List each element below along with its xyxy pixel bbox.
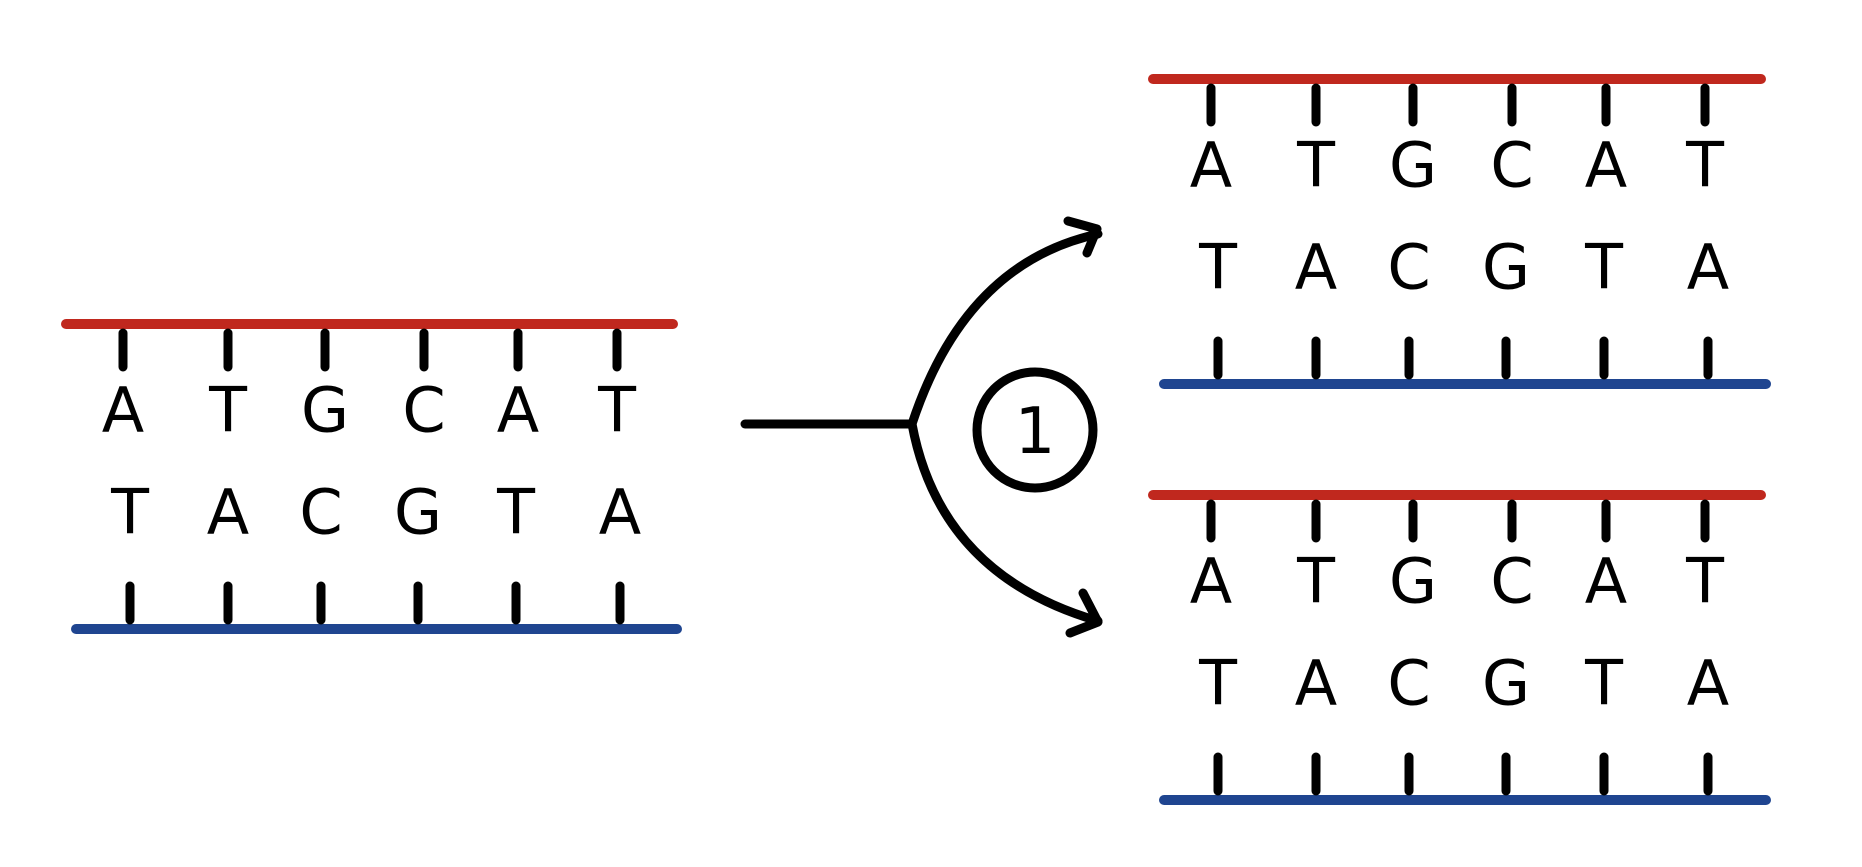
base-bottom: A — [207, 476, 249, 549]
base-bottom: A — [1295, 231, 1337, 304]
base-top: T — [1685, 545, 1725, 618]
base-bottom: G — [1482, 231, 1530, 304]
base-bottom: C — [1387, 647, 1430, 720]
arrow-head-down — [1065, 588, 1103, 638]
base-bottom: T — [1198, 647, 1238, 720]
base-top: C — [1490, 545, 1533, 618]
base-bottom: T — [1584, 647, 1624, 720]
step-circle — [972, 367, 1098, 493]
base-bottom: A — [1687, 647, 1729, 720]
base-bottom: G — [394, 476, 442, 549]
base-top: T — [1296, 545, 1336, 618]
base-bottom: A — [599, 476, 641, 549]
base-top: A — [1190, 545, 1232, 618]
base-top: A — [1585, 129, 1627, 202]
base-top: G — [301, 374, 349, 447]
arrow-branch-down — [907, 419, 1103, 626]
base-top: T — [1296, 129, 1336, 202]
base-top: A — [497, 374, 539, 447]
base-bottom: G — [1482, 647, 1530, 720]
base-bottom: T — [1584, 231, 1624, 304]
base-top: G — [1389, 129, 1437, 202]
arrow-head-up — [1063, 216, 1102, 258]
base-bottom: T — [1198, 231, 1238, 304]
base-top: T — [1685, 129, 1725, 202]
base-bottom: C — [299, 476, 342, 549]
arrow-branch-up — [907, 229, 1103, 429]
base-top: G — [1389, 545, 1437, 618]
step-number: 1 — [1015, 395, 1056, 469]
base-top: A — [1190, 129, 1232, 202]
base-bottom: A — [1295, 647, 1337, 720]
base-top: C — [1490, 129, 1533, 202]
base-top: T — [597, 374, 637, 447]
base-bottom: T — [110, 476, 150, 549]
base-top: T — [208, 374, 248, 447]
replication-arrow: 1 — [740, 216, 1103, 638]
base-bottom: C — [1387, 231, 1430, 304]
base-top: A — [102, 374, 144, 447]
base-bottom: T — [496, 476, 536, 549]
base-top: C — [402, 374, 445, 447]
base-top: A — [1585, 545, 1627, 618]
base-bottom: A — [1687, 231, 1729, 304]
